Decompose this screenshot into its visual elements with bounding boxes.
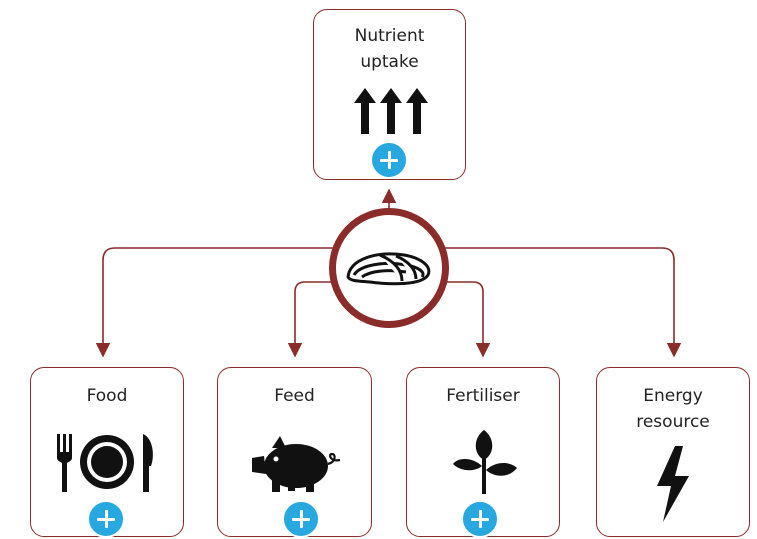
nutrient-uptake-plus-badge <box>370 141 408 179</box>
food-plus-badge <box>87 500 125 538</box>
nutrient-uptake-box: Nutrient uptake <box>313 9 466 180</box>
energy-label-line2: resource <box>636 412 710 432</box>
up-arrows-icon <box>354 88 428 134</box>
mussel-hub <box>329 208 449 328</box>
connector-to-feed <box>287 281 345 358</box>
plant-icon <box>453 430 517 494</box>
fertiliser-label: Fertiliser <box>446 386 520 406</box>
energy-label-line1: Energy <box>643 386 703 406</box>
fertiliser-box: Fertiliser <box>406 367 560 538</box>
mussel-icon <box>346 252 431 286</box>
plate-cutlery-icon <box>57 434 153 492</box>
lightning-icon <box>657 446 689 522</box>
fertiliser-plus-badge <box>461 500 499 538</box>
connector-to-energy <box>443 247 682 358</box>
feed-box: Feed <box>217 367 372 538</box>
feed-plus-badge <box>282 500 320 538</box>
nutrient-uptake-label-line1: Nutrient <box>354 26 425 46</box>
energy-resource-box: Energy resource <box>596 367 750 537</box>
food-box: Food <box>30 367 184 538</box>
nutrient-uptake-label-line2: uptake <box>360 52 419 72</box>
pig-icon <box>252 436 341 492</box>
food-label: Food <box>86 386 128 406</box>
feed-label: Feed <box>274 386 315 406</box>
connector-to-fertiliser <box>433 281 491 358</box>
connector-to-food <box>95 247 335 358</box>
